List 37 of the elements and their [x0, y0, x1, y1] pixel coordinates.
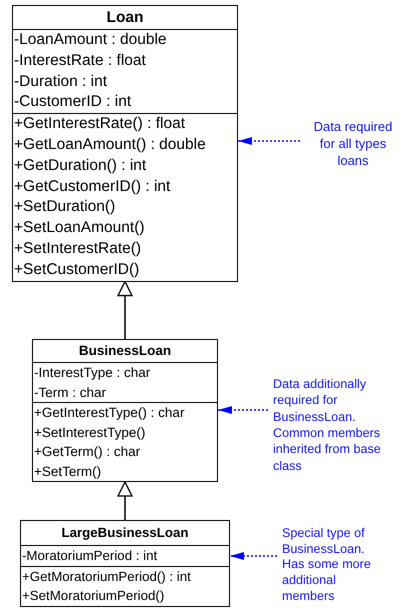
class-name: BusinessLoan — [33, 340, 217, 363]
method-text: +GetTerm() : char — [33, 443, 142, 461]
method-text: +GetMoratoriumPeriod() : int — [21, 568, 192, 586]
class-box — [20, 520, 230, 606]
attribute-text: -LoanAmount : double — [13, 30, 168, 50]
method-text: +GetInterestRate() : float — [13, 114, 186, 134]
annotation-arrow — [230, 552, 277, 560]
inheritance-arrow — [117, 280, 133, 339]
attribute-text: -Duration : int — [13, 72, 108, 92]
method-text: +GetInterestType() : char — [33, 404, 186, 422]
method-text: +SetDuration() — [13, 197, 116, 218]
method-text: +SetCustomerID() — [13, 260, 140, 280]
method-text: +SetInterestType() — [33, 424, 146, 442]
inheritance-arrow — [117, 481, 133, 520]
method-text: +SetLoanAmount() — [13, 218, 146, 238]
method-text: +GetDuration() : int — [13, 156, 148, 176]
attribute-text: -Term : char — [33, 384, 108, 402]
class-box — [32, 339, 218, 482]
note-text: Special type of BusinessLoan. Has some more additional members — [282, 526, 380, 605]
attribute-text: -InterestType : char — [33, 364, 152, 382]
annotation-arrow — [218, 406, 268, 414]
attribute-text: -CustomerID : int — [13, 92, 132, 112]
class-name: Loan — [13, 6, 237, 30]
class-name: LargeBusinessLoan — [21, 521, 229, 546]
attribute-text: -MoratoriumPeriod : int — [21, 547, 158, 565]
method-text: +SetMoratoriumPeriod() — [21, 587, 166, 605]
note-text: Data additionally required for BusinessLoan. Common members inherited from base class — [273, 376, 401, 474]
note-text: Data required for all types loans — [305, 119, 401, 170]
annotation-arrow — [238, 137, 300, 145]
method-text: +SetTerm() — [33, 462, 102, 481]
class-box — [12, 5, 238, 282]
method-text: +SetInterestRate() — [13, 238, 142, 259]
method-text: +GetCustomerID() : int — [13, 176, 172, 197]
method-compartment — [33, 402, 217, 481]
method-text: +GetLoanAmount() : double — [13, 134, 207, 155]
method-compartment — [21, 566, 229, 606]
attribute-text: -InterestRate : float — [13, 50, 147, 71]
